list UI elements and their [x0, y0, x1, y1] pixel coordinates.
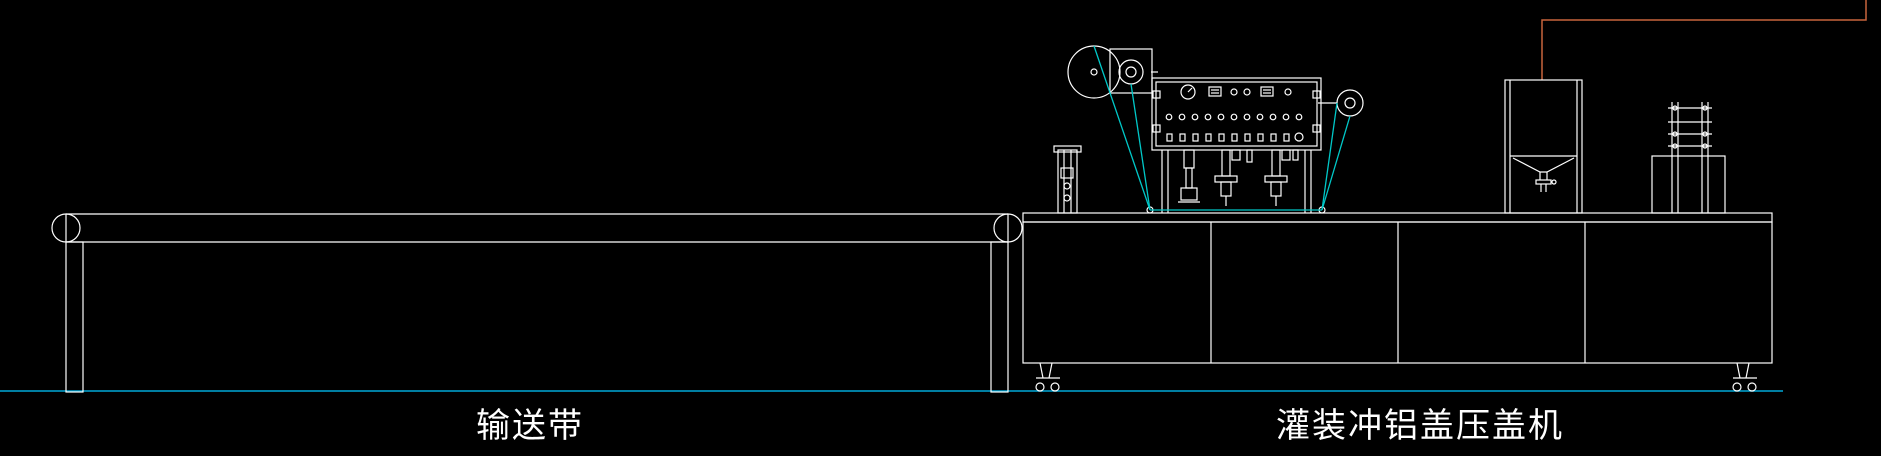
emergency-stop-icon [1294, 132, 1304, 142]
indicator-lamp-row [1165, 113, 1303, 121]
conveyor [51, 213, 1023, 393]
conveyor-right-leg [990, 241, 1009, 393]
conveyor-left-leg [65, 241, 84, 393]
pressure-gauge-icon [1180, 84, 1196, 100]
lid-dispenser-box [1651, 155, 1726, 214]
right-caster [1732, 362, 1757, 392]
foil-path [1093, 45, 1351, 211]
filling-hopper [1504, 79, 1583, 214]
hopper-body [1504, 79, 1583, 214]
machine-label: 灌装冲铝盖压盖机 [1276, 406, 1564, 446]
lid-dispenser [1651, 102, 1726, 214]
cup-dispenser [1053, 145, 1082, 214]
power-cable [1541, 0, 1867, 80]
machine-base [1022, 212, 1773, 392]
left-caster [1035, 362, 1060, 392]
digital-display-icon [1260, 86, 1274, 97]
conveyor-label: 输送带 [476, 406, 584, 446]
button-row [1166, 132, 1304, 142]
hopper-cone [1512, 157, 1575, 173]
digital-display-icon [1208, 86, 1222, 97]
